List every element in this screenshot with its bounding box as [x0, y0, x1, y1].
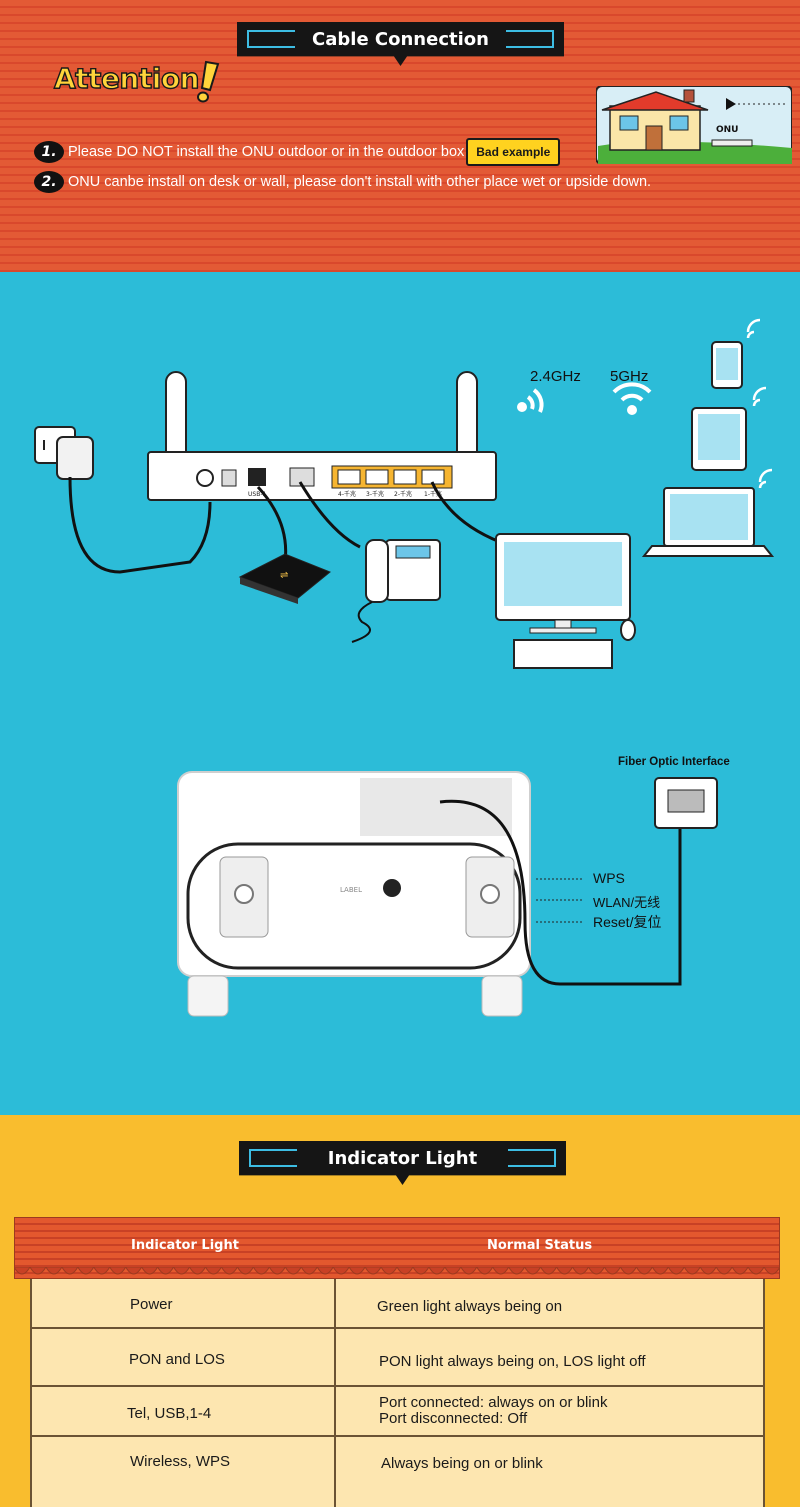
indicator-name: Wireless, WPS: [130, 1453, 231, 1470]
cable-connection-title: Cable Connection: [312, 29, 489, 50]
note-number-badge: 2.: [34, 171, 64, 193]
note-number-badge: 1.: [34, 141, 64, 163]
port-label-usb: USB-1: [248, 491, 266, 498]
note-text: ONU canbe install on desk or wall, pleas…: [68, 174, 652, 190]
column-divider: [334, 1279, 336, 1507]
laptop-icon: [641, 487, 775, 557]
port-label-2: 2-千兆: [394, 490, 412, 498]
attention-heading: Attention: [53, 61, 200, 95]
port-label-4: 4-千兆: [338, 490, 356, 498]
indicator-status: Green light always being on: [377, 1298, 563, 1315]
attention-note-1: 1. Please DO NOT install the ONU outdoor…: [34, 138, 561, 166]
usb-storage-icon: ⇌: [238, 553, 331, 604]
svg-text:⇌: ⇌: [280, 570, 288, 581]
attention-note-2: 2. ONU canbe install on desk or wall, pl…: [34, 171, 651, 193]
column-header-status: Normal Status: [487, 1238, 593, 1253]
wifi-small-icon: [746, 318, 761, 339]
reset-button-label: Reset/复位: [593, 914, 662, 930]
indicator-status: Always being on or blink: [381, 1455, 543, 1472]
wifi-24ghz-icon: [517, 388, 544, 413]
indicator-name: Power: [130, 1296, 173, 1313]
power-adapter-icon: [34, 426, 94, 480]
house-onu-label: ONU: [716, 125, 739, 135]
wifi-small-icon: [752, 386, 767, 407]
tablet-icon: [691, 407, 747, 471]
fiber-optic-label: Fiber Optic Interface: [618, 756, 730, 768]
onu-back-view-icon: LABEL: [177, 771, 531, 1017]
indicator-name: PON and LOS: [129, 1351, 225, 1368]
device-label-text: LABEL: [340, 886, 362, 894]
note-text: Please DO NOT install the ONU outdoor or…: [68, 144, 465, 160]
table-row: PON and LOS PON light always being on, L…: [32, 1329, 763, 1387]
wifi-24ghz-label: 2.4GHz: [530, 368, 581, 385]
indicator-name: Tel, USB,1-4: [127, 1405, 212, 1422]
port-label-1: 1-千兆: [424, 490, 442, 498]
wifi-5ghz-label: 5GHz: [610, 368, 649, 385]
smartphone-icon: [711, 341, 743, 389]
wlan-button-label: WLAN/无线: [593, 895, 661, 910]
bad-example-tag: Bad example: [466, 138, 561, 166]
table-header-awning: Indicator Light Normal Status: [14, 1217, 780, 1279]
table-body: Power Green light always being on PON an…: [30, 1279, 765, 1507]
table-row: Wireless, WPS Always being on or blink: [32, 1437, 763, 1507]
column-header-indicator: Indicator Light: [131, 1238, 239, 1253]
indicator-table: Indicator Light Normal Status Power Gree…: [14, 1217, 780, 1507]
fiber-optic-port-icon: [654, 777, 718, 829]
indicator-status-line2: Port disconnected: Off: [379, 1410, 528, 1427]
awning-scallop-path: [14, 1267, 780, 1275]
connection-diagram: USB-1 4-千兆 3-千兆 2-千兆 1-千兆 ⇌: [34, 318, 775, 1017]
house-bad-example-illustration: ONU: [596, 86, 792, 164]
exclamation-icon: [197, 60, 220, 103]
table-row: Tel, USB,1-4 Port connected: always on o…: [32, 1387, 763, 1437]
port-label-3: 3-千兆: [366, 490, 384, 498]
wifi-5ghz-icon: [612, 382, 652, 415]
telephone-icon: [351, 539, 441, 643]
indicator-status: PON light always being on, LOS light off: [379, 1353, 646, 1370]
wifi-small-icon: [758, 468, 773, 489]
desktop-computer-icon: [495, 533, 636, 669]
router-icon: USB-1 4-千兆 3-千兆 2-千兆 1-千兆: [147, 371, 497, 501]
awning-scallop-edge: [14, 1267, 780, 1275]
indicator-light-title: Indicator Light: [327, 1148, 478, 1169]
wps-button-label: WPS: [593, 870, 625, 886]
table-row: Power Green light always being on: [32, 1279, 763, 1329]
indicator-status: Port connected: always on or blink: [379, 1394, 608, 1411]
